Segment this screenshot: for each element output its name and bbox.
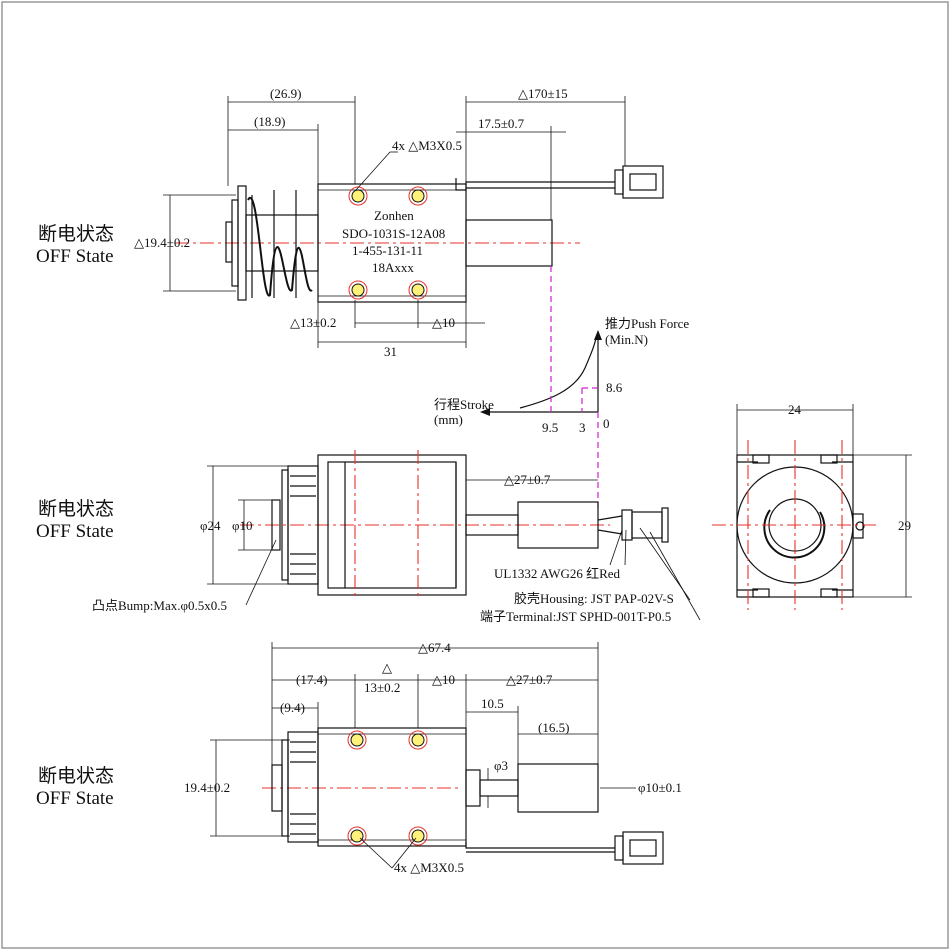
stroke-tick-3: 3 <box>579 420 586 435</box>
plunger-top <box>465 219 553 267</box>
brand-marking: Zonhen <box>374 208 414 223</box>
screw-spec-bottom: 4x △M3X0.5 <box>394 860 464 875</box>
dim-19-4-top: △19.4±0.2 <box>134 235 190 250</box>
state-en-middle: OFF State <box>36 521 114 542</box>
spring-top <box>245 190 319 298</box>
mount-holes-top <box>348 186 428 300</box>
connector-top <box>614 169 624 195</box>
stroke-tick-9-5: 9.5 <box>542 420 558 435</box>
stroke-axis-label: 行程Stroke <box>434 397 494 412</box>
dim-27-bottom: △27±0.7 <box>506 672 553 687</box>
dim-10-5: 10.5 <box>481 696 504 711</box>
dim-19-4-bottom: 19.4±0.2 <box>184 780 230 795</box>
dim-13-top: △13±0.2 <box>290 315 336 330</box>
dim-phi-24: φ24 <box>200 518 221 533</box>
dim-triangle-13: △ <box>382 660 392 675</box>
force-curve <box>519 337 597 409</box>
plunger-middle <box>517 501 599 549</box>
state-en-top: OFF State <box>36 246 114 267</box>
dim-16-5: (16.5) <box>538 720 569 735</box>
dim-9-4: (9.4) <box>280 700 305 715</box>
wire-spec: UL1332 AWG26 红Red <box>494 566 621 581</box>
solenoid-body-bottom <box>317 727 467 847</box>
connector-bottom <box>614 835 624 861</box>
dim-10-bottom: △10 <box>432 672 455 687</box>
dim-phi-10-mid: φ10 <box>232 518 253 533</box>
terminal-spec: 端子Terminal:JST SPHD-001T-P0.5 <box>480 609 671 624</box>
housing-spec: 胶壳Housing: JST PAP-02V-S <box>514 591 674 606</box>
dim-27-mid: △27±0.7 <box>504 472 551 487</box>
state-cn-top: 断电状态 <box>38 223 114 245</box>
part-number-marking: 1-455-131-11 <box>352 243 423 258</box>
dim-17-4: (17.4) <box>296 672 327 687</box>
model-marking: SDO-1031S-12A08 <box>342 226 445 241</box>
side-view <box>712 404 912 610</box>
top-view <box>163 96 664 348</box>
dim-10-top: △10 <box>432 315 455 330</box>
dim-phi-3: φ3 <box>494 758 508 773</box>
force-axis-label: 推力Push Force <box>605 316 689 331</box>
dim-67-4: △67.4 <box>418 640 451 655</box>
dim-13-bottom: 13±0.2 <box>364 680 400 695</box>
stroke-unit-label: (mm) <box>434 412 463 427</box>
dim-31: 31 <box>384 344 397 359</box>
stroke-tick-0: 0 <box>603 416 610 431</box>
force-value: 8.6 <box>606 380 623 395</box>
batch-marking: 18Axxx <box>372 260 414 275</box>
bump-spec: 凸点Bump:Max.φ0.5x0.5 <box>92 598 227 613</box>
dim-18-9: (18.9) <box>254 114 285 129</box>
mount-holes-bottom <box>347 730 428 846</box>
middle-view <box>207 450 701 621</box>
dim-26-9: (26.9) <box>270 86 301 101</box>
state-en-bottom: OFF State <box>36 788 114 809</box>
dim-phi-10-bottom: φ10±0.1 <box>638 780 682 795</box>
force-stroke-graph <box>480 330 602 416</box>
dim-29-side: 29 <box>898 518 911 533</box>
bottom-view <box>210 642 664 869</box>
dim-17-5: 17.5±0.7 <box>478 116 525 131</box>
screw-spec-top: 4x △M3X0.5 <box>392 138 462 153</box>
state-cn-middle: 断电状态 <box>38 498 114 520</box>
force-unit-label: (Min.N) <box>605 332 648 347</box>
state-cn-bottom: 断电状态 <box>38 765 114 787</box>
dim-170: △170±15 <box>518 86 568 101</box>
plunger-bottom <box>517 763 599 813</box>
dim-24-side: 24 <box>788 402 802 417</box>
connector-middle <box>621 509 633 541</box>
